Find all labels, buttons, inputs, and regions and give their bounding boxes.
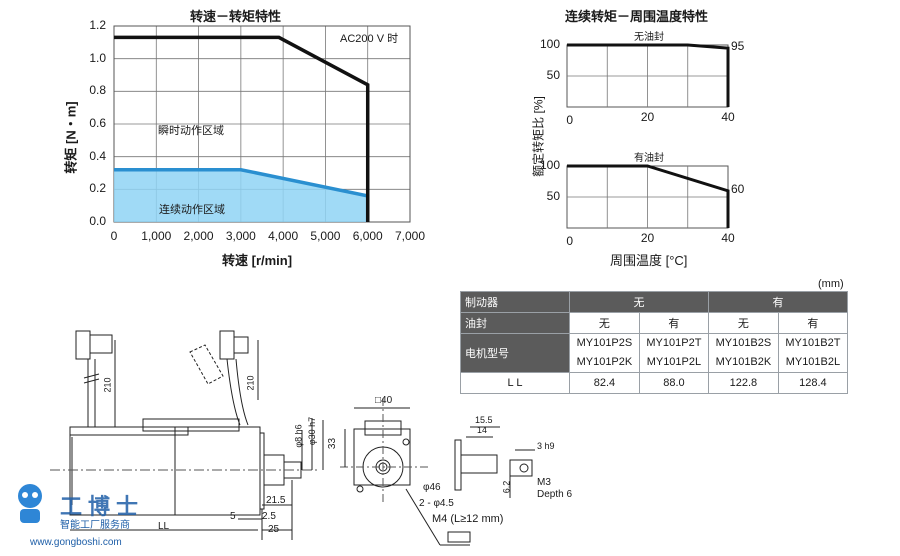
derating-title: 连续转矩－周围温度特性 [565,9,709,24]
y-tick-label: 0.2 [89,181,106,196]
speed-torque-title: 转速－转矩特性 [190,9,282,24]
derating-bottom-label: 有油封 [634,153,664,164]
dim-label: 21.5 [266,495,286,506]
table-row: 电机型号 MY101P2S MY101P2K MY101P2T MY101P2L M… [460,333,849,373]
dim-label: 2.5 [262,511,276,522]
dim-label: Depth 6 [537,489,573,500]
x-tick-label: 20 [640,110,655,124]
derating-top-end-value: 95 [731,39,745,53]
dim-label: M4 (L≥12 mm) [432,513,504,525]
x-tick-label: 0 [110,229,118,243]
model-code: MY101B2T [785,337,841,349]
model-code: MY101B2K [715,356,772,368]
table-cell: MY101P2T MY101P2L [638,333,710,373]
brake-no: 无 [569,291,709,313]
y-tick-label: 0.0 [89,214,106,228]
x-tick-label: 1,000 [141,229,172,243]
y-tick-label: 100 [539,37,560,51]
motor-model-header: 电机型号 [460,333,570,373]
y-tick-label: 0.4 [89,148,106,163]
table-cell: MY101B2S MY101B2K [708,333,779,373]
derating-series-line [567,164,730,228]
table-row: 制动器 无 有 [460,291,848,313]
derating-x-axis-label: 周围温度 [°C] [610,253,688,268]
watermark-subtitle: 智能工厂服务商 [60,520,130,531]
y-tick-label: 0.6 [89,116,106,130]
model-code: MY101B2S [715,337,772,349]
unit-label: (mm) [818,278,844,290]
x-tick-label: 6,000 [352,229,383,243]
x-tick-label: 5,000 [310,229,341,243]
model-code: MY101P2K [576,356,633,368]
x-tick-label: 3,000 [225,229,256,243]
ll-header: L L [460,372,570,394]
y-tick-label: 50 [546,189,560,203]
model-code: MY101P2S [576,337,633,349]
table-cell: 88.0 [638,372,710,394]
connector-left-plug [89,334,113,354]
instant-region-label: 瞬时动作区域 [158,125,224,137]
encoder-cover [142,418,240,432]
connector-right [219,330,235,360]
x-tick-label: 20 [640,231,655,245]
y-tick-label: 50 [546,68,560,82]
table-cell: 122.8 [708,372,779,394]
dim-label: 210 [102,377,113,393]
connector-swing-outline [189,344,224,385]
table-row: 油封 无 有 无 有 [460,312,849,334]
y-tick-label: 0 [566,234,573,248]
dim-label: φ30 h7 [307,416,318,446]
y-tick-label: 1.0 [89,50,106,65]
dim-label: 15.5 [475,415,493,425]
x-tick-label: 40 [721,231,735,245]
derating-bottom-end-value: 60 [731,182,745,196]
robot-icon [18,484,42,523]
connector-left [75,330,91,360]
table-row: L L 82.4 88.0 122.8 128.4 [460,372,849,394]
dim-label: □40 [375,395,393,406]
table-cell: MY101B2T MY101B2L [777,333,849,373]
table-cell: 128.4 [777,372,849,394]
y-tick-label: 0 [566,113,573,127]
dim-label: 25 [268,524,280,535]
screw [447,531,471,543]
model-table: 制动器 无 有 油封 无 有 无 有 电机型号 MY101P2S MY101P2K… [460,291,849,394]
speed-torque-x-axis-label: 转速 [r/min] [222,253,293,268]
derating-series-line [567,43,730,107]
x-tick-label: 40 [721,110,735,124]
shaft-key-view [460,454,498,474]
x-tick-label: 2,000 [183,229,214,243]
y-tick-label: 0.8 [89,83,106,98]
watermark-name: 工博士 [60,494,145,519]
x-tick-label: 4,000 [268,229,299,243]
dim-label: 210 [245,375,256,391]
model-code: MY101B2L [785,356,841,368]
dim-label: M3 [537,477,551,488]
model-code: MY101P2L [646,356,702,368]
y-tick-label: 1.2 [89,18,106,32]
dim-label: φ8 h6 [293,424,304,448]
voltage-note: AC200 V 时 [340,33,399,45]
dim-label: 33 [327,437,339,450]
instant-series-line [114,35,370,222]
dim-label: 5 [230,511,236,522]
derating-top-label: 无油封 [634,32,664,43]
watermark-url: www.gongboshi.com [30,537,122,548]
dim-label: 14 [477,425,488,435]
model-code: MY101P2T [646,337,702,349]
watermark-logo [6,478,54,526]
dim-label: 2 - φ4.5 [419,498,454,509]
x-tick-label: 7,000 [394,229,426,243]
brake-header: 制动器 [460,291,570,313]
dim-label: 6.2 [501,480,512,494]
dim-label: 3 h9 [537,441,555,451]
continuous-region-label: 连续动作区域 [159,204,225,216]
y-tick-label: 100 [539,158,560,172]
dim-label: φ46 [423,482,441,493]
dim-label: LL [158,521,170,532]
flange-front [353,428,411,486]
